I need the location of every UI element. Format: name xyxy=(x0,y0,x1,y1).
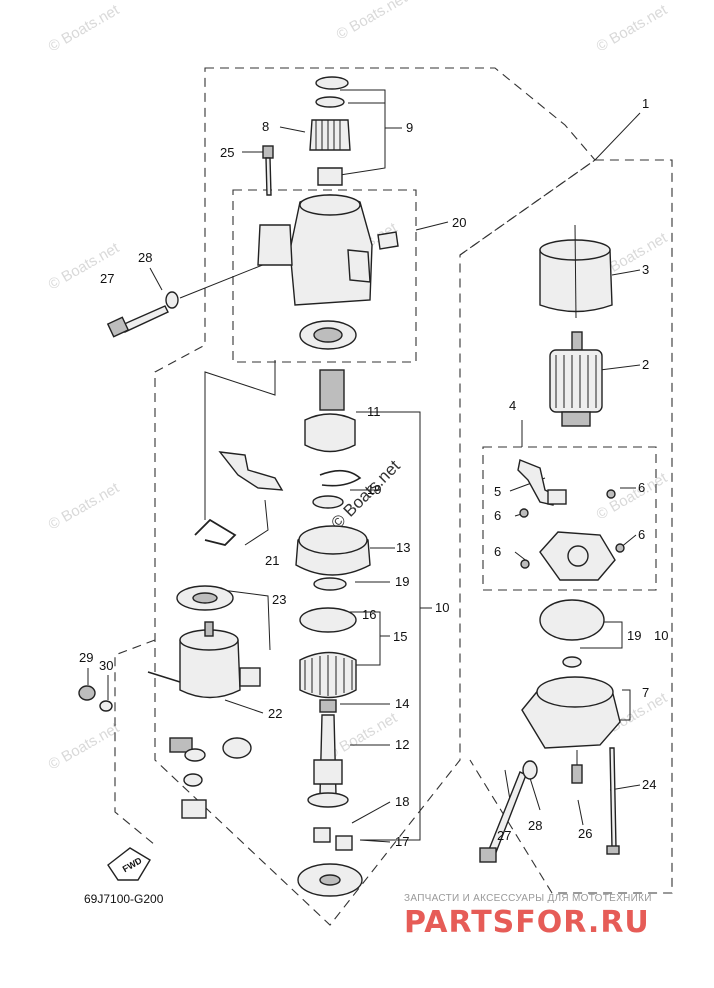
part-ring-gear-15 xyxy=(299,607,357,699)
callout: 12 xyxy=(395,737,409,752)
brand-tagline: ЗАПЧАСТИ И АКСЕССУАРЫ ДЛЯ МОТОТЕХНИКИ xyxy=(404,893,652,904)
callout: 18 xyxy=(395,794,409,809)
part-end-plate-19 xyxy=(539,599,605,668)
callout: 21 xyxy=(265,553,279,568)
callout: 30 xyxy=(99,658,113,673)
part-brush-plate-4 xyxy=(519,489,625,581)
part-clutch-11 xyxy=(304,369,356,453)
watermark: © Boats.net xyxy=(594,469,671,523)
callout: 8 xyxy=(262,119,269,134)
part-clip-19 xyxy=(312,469,362,591)
callout: 11 xyxy=(367,404,381,419)
part-yoke-3 xyxy=(539,224,613,319)
part-lever-21 xyxy=(194,451,284,546)
callout: 10 xyxy=(654,628,668,643)
watermark: © Boats.net xyxy=(46,719,123,773)
callout: 16 xyxy=(362,607,376,622)
callout: 1 xyxy=(642,96,649,111)
part-end-cover-7 xyxy=(521,676,621,749)
part-bolt-25 xyxy=(262,145,274,196)
callout: 28 xyxy=(528,818,542,833)
part-brush-holder-5 xyxy=(517,459,567,506)
part-small-parts xyxy=(78,685,252,819)
callout: 6 xyxy=(638,480,645,495)
outer-assembly-boundary xyxy=(154,67,596,926)
callout: 7 xyxy=(642,685,649,700)
solenoid-group-boundary xyxy=(114,639,156,846)
part-gear-13 xyxy=(295,525,371,576)
callout: 4 xyxy=(509,398,516,413)
part-gasket-23 xyxy=(176,585,234,611)
callout: 6 xyxy=(494,544,501,559)
brand-logo: PARTSFOR.RU xyxy=(404,905,650,940)
callout: 26 xyxy=(578,826,592,841)
part-pinion-8 xyxy=(309,76,351,186)
callout: 27 xyxy=(497,828,511,843)
callout: 13 xyxy=(396,540,410,555)
callout: 19 xyxy=(627,628,641,643)
part-bolt-26 xyxy=(571,750,583,784)
callout: 6 xyxy=(638,527,645,542)
part-seal xyxy=(299,320,357,350)
watermark: © Boats.net xyxy=(46,479,123,533)
watermark: © Boats.net xyxy=(46,1,123,55)
part-bolt-27-right xyxy=(479,760,538,863)
part-shaft-12 xyxy=(307,699,349,808)
callout: 9 xyxy=(406,120,413,135)
watermark-feature: © Boats.net xyxy=(327,456,404,533)
callout: 23 xyxy=(272,592,286,607)
callout: 3 xyxy=(642,262,649,277)
callout: 24 xyxy=(642,777,656,792)
callout: 22 xyxy=(268,706,282,721)
part-nose-housing-20 xyxy=(257,194,399,306)
callout: 19 xyxy=(367,482,381,497)
part-armature-2 xyxy=(549,331,603,427)
part-bolt-27-left xyxy=(106,291,179,338)
fwd-arrow: FWD xyxy=(107,847,151,881)
callout: 19 xyxy=(395,574,409,589)
callout: 29 xyxy=(79,650,93,665)
callout: 28 xyxy=(138,250,152,265)
brush-holder-group-box xyxy=(482,446,657,591)
callout: 17 xyxy=(395,834,409,849)
assembly-boundaries xyxy=(114,67,673,926)
diagram-code: 69J7100-G200 xyxy=(84,892,164,906)
callout: 27 xyxy=(100,271,114,286)
callout: 14 xyxy=(395,696,409,711)
callout: 20 xyxy=(452,215,466,230)
part-planet-gears-18 xyxy=(313,827,353,851)
leader-lines xyxy=(87,89,641,843)
callout-labels: 1 3 2 4 5 6 6 6 6 19 10 7 24 27 28 26 8 … xyxy=(79,96,668,849)
part-solenoid-22 xyxy=(147,621,261,699)
watermark: © Boats.net xyxy=(334,0,411,43)
callout: 2 xyxy=(642,357,649,372)
part-plate-17 xyxy=(297,863,363,897)
nose-housing-group-box xyxy=(232,189,417,363)
watermark: © Boats.net xyxy=(594,1,671,55)
right-assembly-boundary xyxy=(459,159,673,894)
callout: 25 xyxy=(220,145,234,160)
callout: 6 xyxy=(494,508,501,523)
callout: 5 xyxy=(494,484,501,499)
part-through-bolt-24 xyxy=(606,747,620,855)
callout: 10 xyxy=(435,600,449,615)
callout: 15 xyxy=(393,629,407,644)
